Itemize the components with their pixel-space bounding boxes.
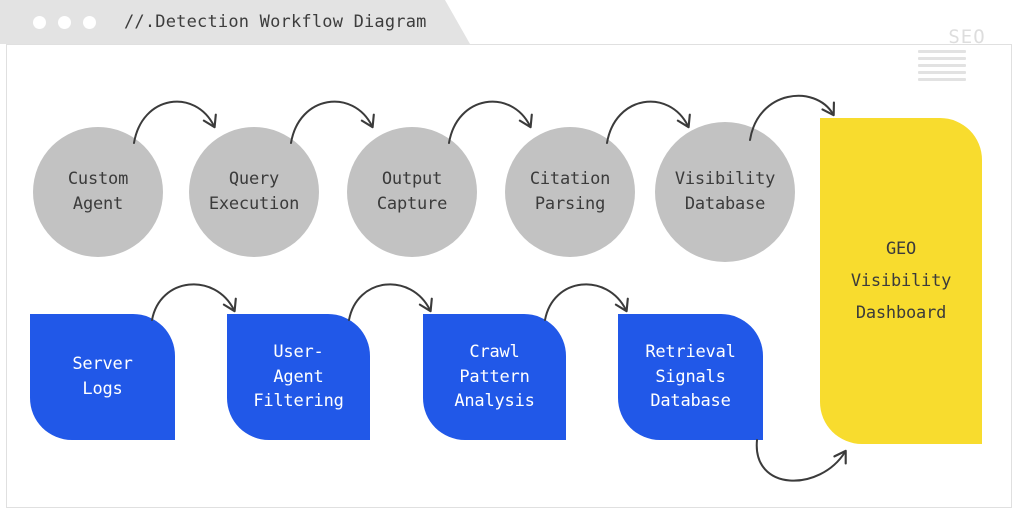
node-retrieval-signals-database[interactable]: Retrieval Signals Database bbox=[618, 314, 763, 440]
window-titlebar-content: //.Detection Workflow Diagram bbox=[0, 0, 470, 44]
node-label: Visibility Database bbox=[674, 169, 776, 214]
node-label: Crawl Pattern Analysis bbox=[454, 342, 535, 412]
node-label: Output Capture bbox=[376, 169, 448, 214]
hamburger-line bbox=[918, 57, 966, 60]
hamburger-line bbox=[918, 71, 966, 74]
node-citation-parsing[interactable]: Citation Parsing bbox=[505, 127, 635, 257]
window-title: //.Detection Workflow Diagram bbox=[124, 12, 427, 32]
node-visibility-database[interactable]: Visibility Database bbox=[655, 122, 795, 262]
window-close-dot[interactable] bbox=[33, 15, 46, 29]
node-label: Query Execution bbox=[208, 169, 300, 214]
node-geo-visibility-dashboard[interactable]: GEO Visibility Dashboard bbox=[820, 118, 982, 444]
node-server-logs[interactable]: Server Logs bbox=[30, 314, 175, 440]
window-titlebar bbox=[0, 0, 470, 44]
seo-watermark: SEO bbox=[948, 26, 986, 48]
node-label: Retrieval Signals Database bbox=[645, 342, 736, 412]
window-controls bbox=[33, 15, 96, 29]
node-label: GEO Visibility Dashboard bbox=[850, 238, 952, 324]
node-custom-agent[interactable]: Custom Agent bbox=[33, 127, 163, 257]
hamburger-lines-icon bbox=[918, 50, 966, 85]
hamburger-line bbox=[918, 78, 966, 81]
node-query-execution[interactable]: Query Execution bbox=[189, 127, 319, 257]
node-label: Server Logs bbox=[72, 354, 133, 399]
node-output-capture[interactable]: Output Capture bbox=[347, 127, 477, 257]
hamburger-line bbox=[918, 64, 966, 67]
window-minimize-dot[interactable] bbox=[58, 15, 71, 29]
hamburger-line bbox=[918, 50, 966, 53]
window-maximize-dot[interactable] bbox=[83, 15, 96, 29]
node-label: Citation Parsing bbox=[529, 169, 611, 214]
node-user-agent-filtering[interactable]: User- Agent Filtering bbox=[227, 314, 370, 440]
node-crawl-pattern-analysis[interactable]: Crawl Pattern Analysis bbox=[423, 314, 566, 440]
node-label: Custom Agent bbox=[67, 169, 129, 214]
node-label: User- Agent Filtering bbox=[253, 342, 344, 412]
